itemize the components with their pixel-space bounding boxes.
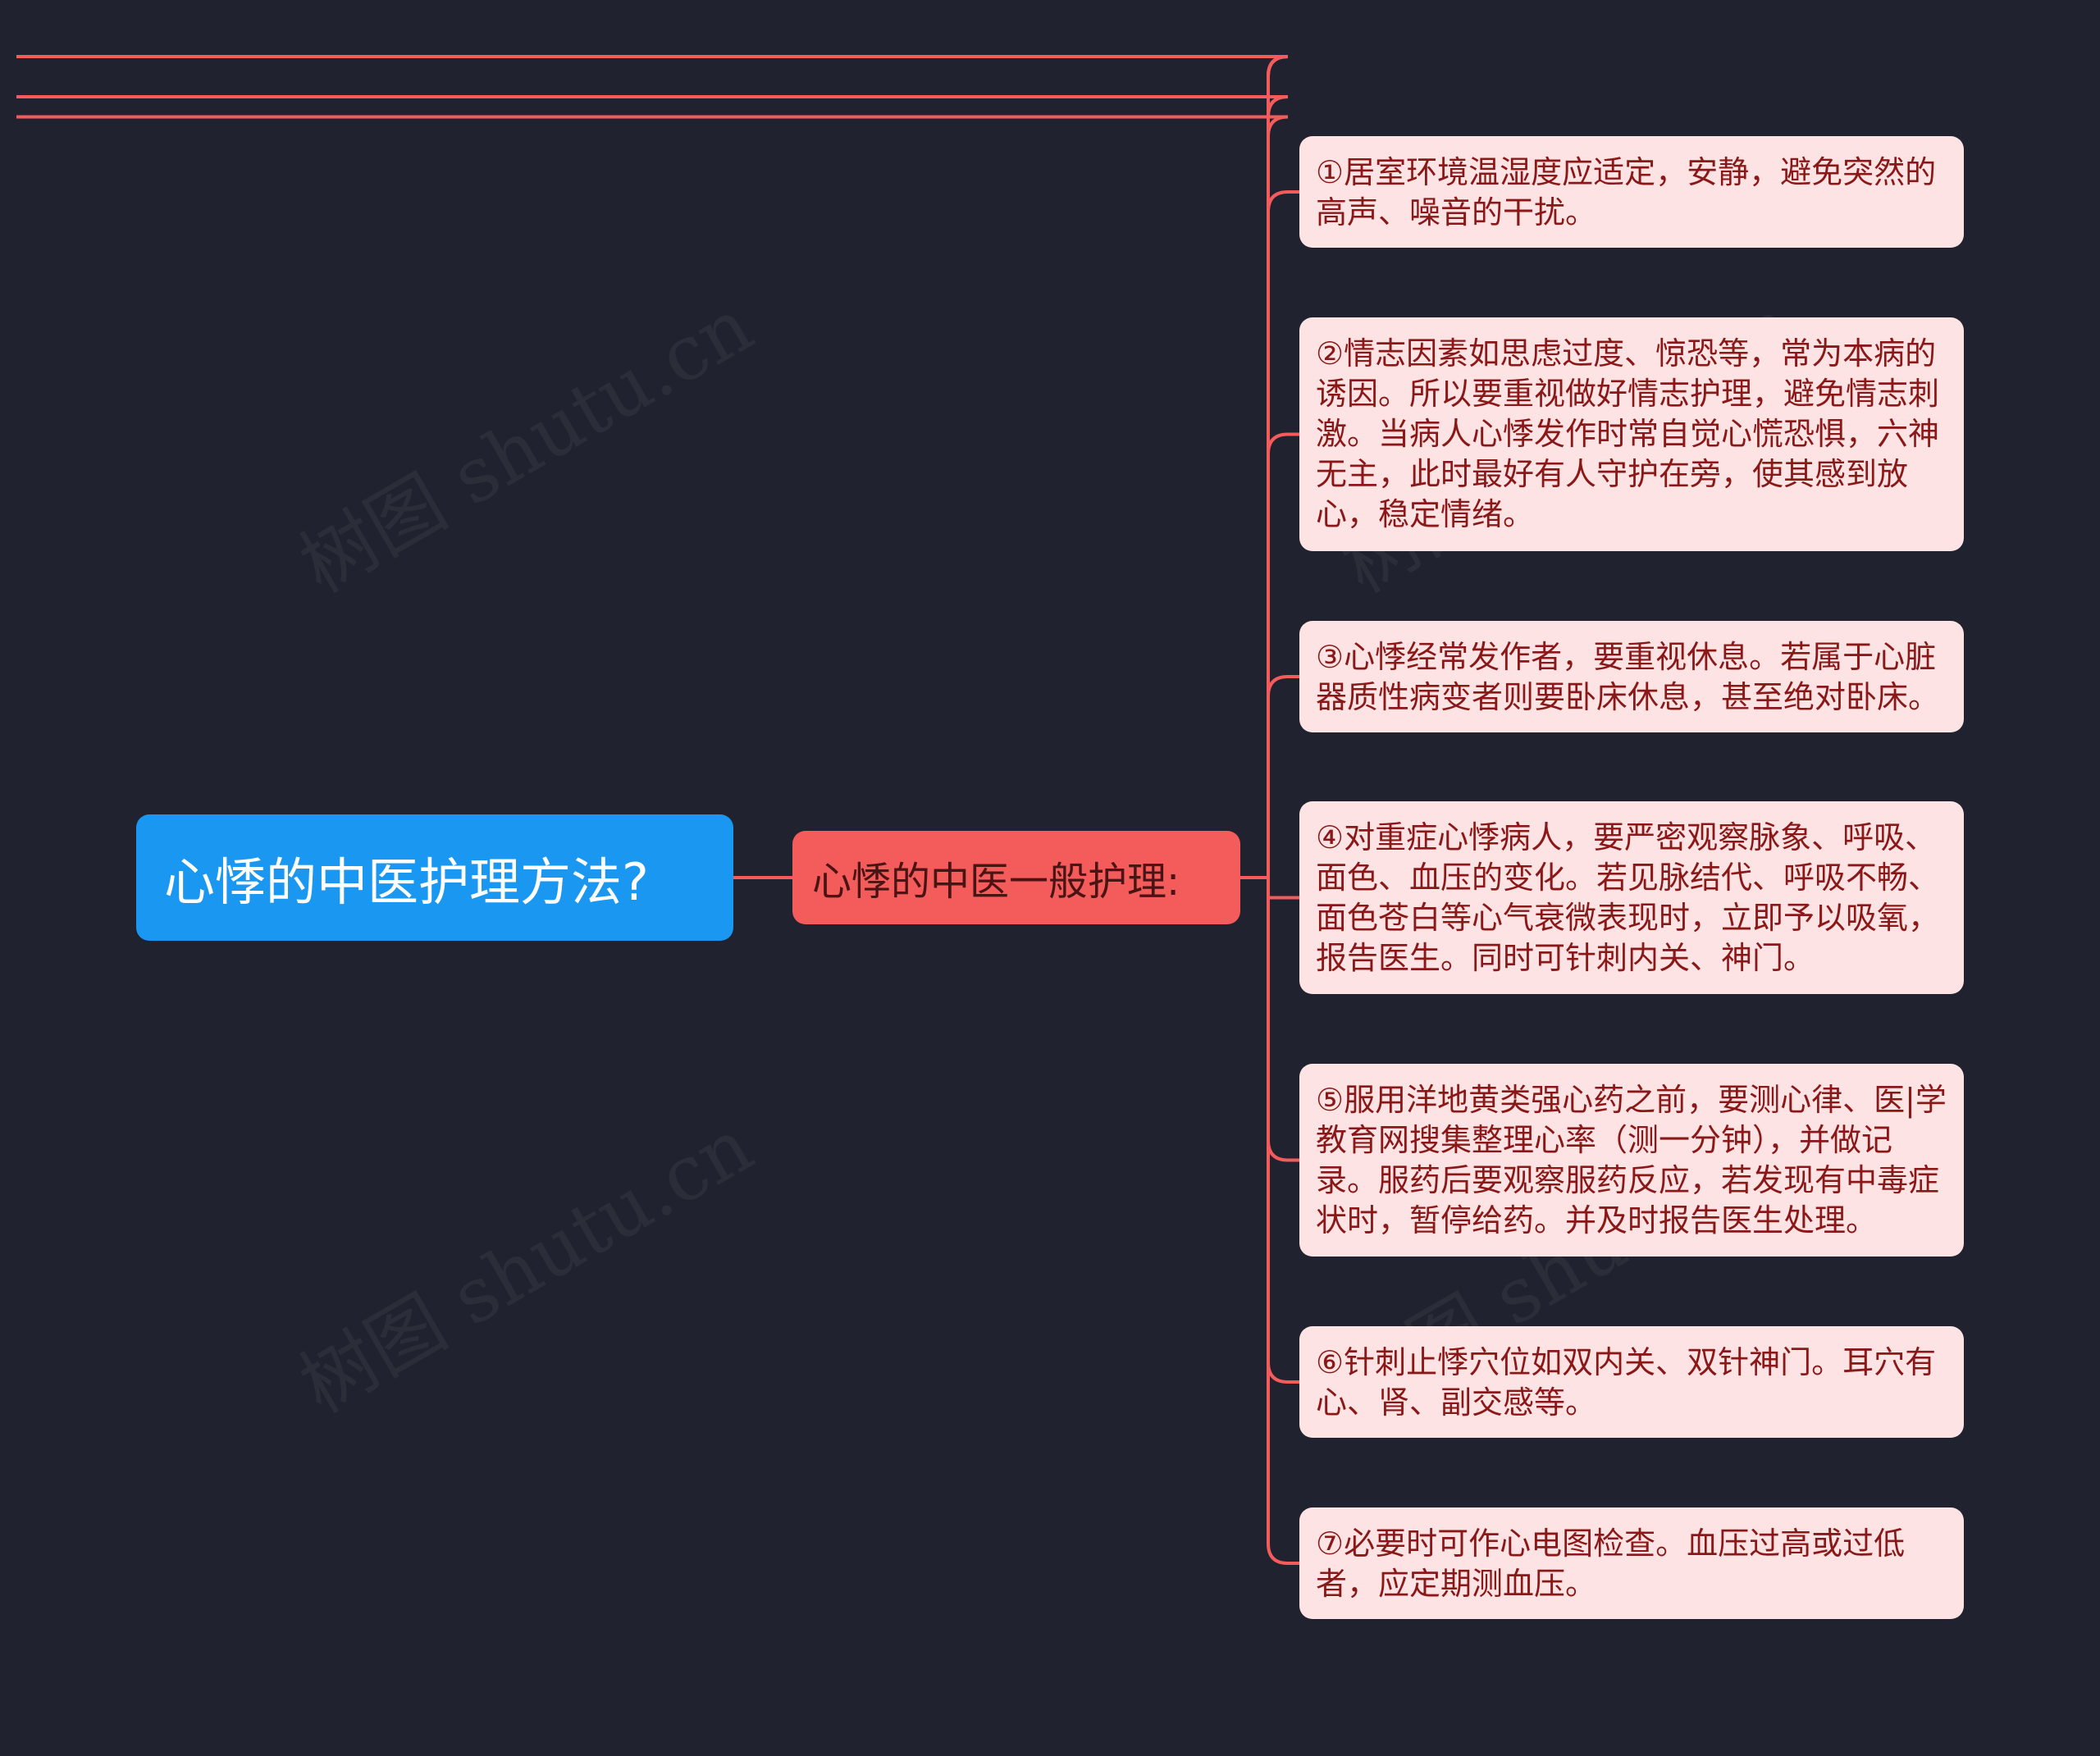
leaf-topic-text: ②情志因素如思虑过度、惊恐等，常为本病的诱因。所以要重视做好情志护理，避免情志刺… <box>1316 335 1940 532</box>
leaf-topic-6[interactable]: ⑥针刺止悸穴位如双内关、双针神门。耳穴有心、肾、副交感等。 <box>1299 1326 1964 1438</box>
branch-to-leaf-line-1 <box>1267 190 1299 878</box>
leaf-topic-text: ⑦必要时可作心电图检查。血压过高或过低者，应定期测血压。 <box>1316 1526 1906 1602</box>
leaf-topic-7[interactable]: ⑦必要时可作心电图检查。血压过高或过低者，应定期测血压。 <box>1299 1507 1964 1619</box>
branch-to-leaf-line-13 <box>1267 878 1299 1565</box>
leaf-topic-5[interactable]: ⑤服用洋地黄类强心药之前，要测心律、医|学教育网搜集整理心率（测一分钟），并做记… <box>1299 1064 1964 1257</box>
leaf-topic-text: ①居室环境温湿度应适定，安静，避免突然的高声、噪音的干扰。 <box>1316 154 1937 230</box>
leaf-topic-2[interactable]: ②情志因素如思虑过度、惊恐等，常为本病的诱因。所以要重视做好情志护理，避免情志刺… <box>1299 317 1964 551</box>
branch-to-leaf-line-2 <box>16 55 1289 878</box>
branch-to-leaf-line-6 <box>16 55 1289 878</box>
leaf-topic-4[interactable]: ④对重症心悸病人，要严密观察脉象、呼吸、面色、血压的变化。若见脉结代、呼吸不畅、… <box>1299 801 1964 994</box>
root-topic-label: 心悸的中医护理方法? <box>164 852 649 912</box>
watermark: 树图 shutu.cn <box>285 1101 767 1430</box>
leaf-topic-text: ⑤服用洋地黄类强心药之前，要测心律、医|学教育网搜集整理心率（测一分钟），并做记… <box>1316 1082 1947 1238</box>
watermark: 树图 shutu.cn <box>285 281 767 610</box>
branch-to-leaf-line-10 <box>16 95 1289 878</box>
branch-to-leaf-line-11 <box>1267 878 1299 1384</box>
leaf-topic-text: ③心悸经常发作者，要重视休息。若属于心脏器质性病变者则要卧床休息，甚至绝对卧床。 <box>1316 639 1940 715</box>
branch-to-leaf-line-5 <box>1267 675 1299 878</box>
branch-to-leaf-line-4 <box>16 115 1289 878</box>
branch-to-leaf-line-7 <box>1267 878 1299 900</box>
branch-to-leaf-line-8 <box>16 95 1289 878</box>
leaf-topic-text: ⑥针刺止悸穴位如双内关、双针神门。耳穴有心、肾、副交感等。 <box>1316 1344 1937 1421</box>
branch-to-leaf-line-14 <box>16 55 1289 878</box>
branch-to-leaf-line-3 <box>1267 432 1299 878</box>
leaf-topic-text: ④对重症心悸病人，要严密观察脉象、呼吸、面色、血压的变化。若见脉结代、呼吸不畅、… <box>1316 819 1940 976</box>
root-topic[interactable]: 心悸的中医护理方法? <box>136 814 733 941</box>
leaf-topic-3[interactable]: ③心悸经常发作者，要重视休息。若属于心脏器质性病变者则要卧床休息，甚至绝对卧床。 <box>1299 621 1964 732</box>
branch-topic[interactable]: 心悸的中医一般护理: <box>792 831 1240 924</box>
leaf-topic-1[interactable]: ①居室环境温湿度应适定，安静，避免突然的高声、噪音的干扰。 <box>1299 136 1964 248</box>
branch-to-leaf-line-9 <box>1267 878 1299 1162</box>
branch-to-leaf-line-12 <box>16 55 1289 878</box>
branch-topic-label: 心悸的中医一般护理: <box>812 859 1180 905</box>
